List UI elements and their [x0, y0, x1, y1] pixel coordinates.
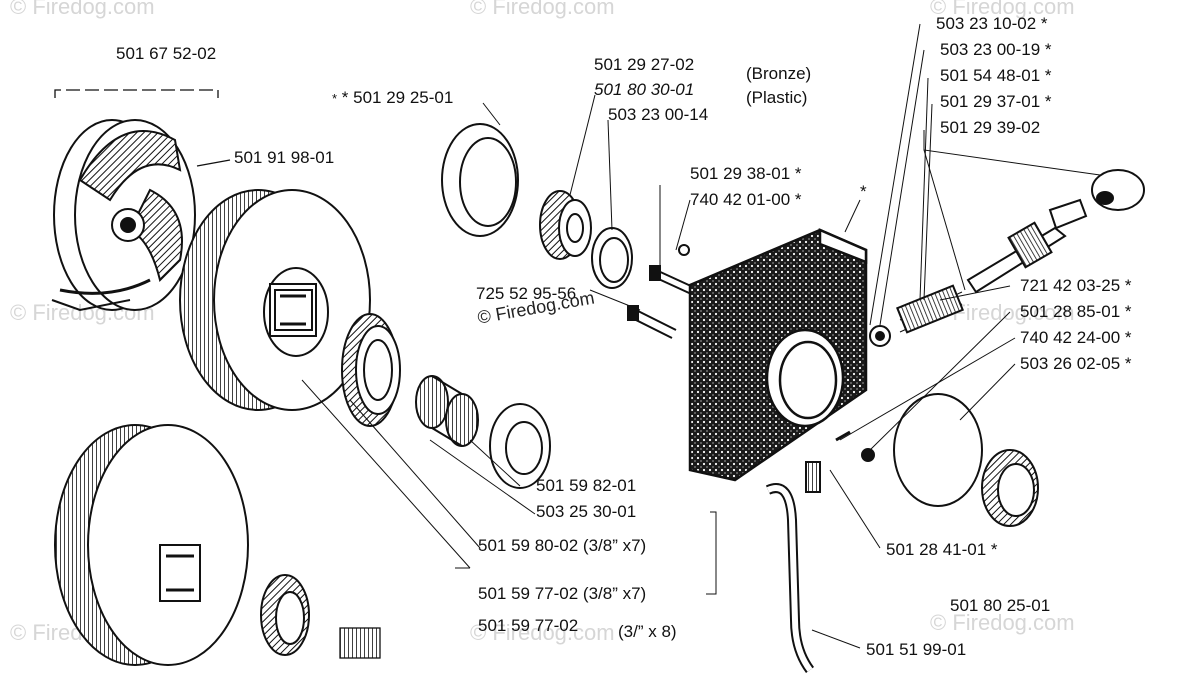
label-washer2: 503 25 30-01: [536, 502, 637, 521]
label-seal: 501 80 25-01: [950, 596, 1051, 615]
label-plastic: (Plastic): [746, 88, 808, 107]
watermark: © Firedog.com: [930, 0, 1075, 19]
label-washer: 503 23 00-14: [608, 105, 709, 124]
label-r3: 501 54 48-01 *: [940, 66, 1052, 85]
label-nut: 725 52 95-56: [476, 284, 577, 303]
label-r7: 501 28 85-01 *: [1020, 302, 1132, 321]
label-r5: 501 29 39-02: [940, 118, 1041, 137]
clutch-shoe-assembly: [51, 119, 196, 312]
pump-shaft: [805, 169, 1145, 493]
label-spring: 501 91 98-01: [234, 148, 335, 167]
watermark: © Firedog.com: [470, 620, 615, 645]
bearing: [539, 190, 592, 260]
label-r9: 503 26 02-05 *: [1020, 354, 1132, 373]
seal: [981, 449, 1039, 527]
label-r4: 501 29 37-01 *: [940, 92, 1052, 111]
label-screw-b: 740 42 01-00 *: [690, 190, 802, 209]
label-needle-bearing: 501 59 82-01: [536, 476, 637, 495]
label-cover-ring: * * 501 29 25-01: [332, 88, 454, 107]
leader-lines: [301, 23, 1101, 649]
watermark: © Firedog.com: [930, 610, 1075, 635]
label-bearing-bronze: 501 29 27-02: [594, 55, 695, 74]
label-rim-sprocket: 501 59 80-02 (3/8” x7): [478, 536, 647, 555]
label-hose: 501 51 99-01: [866, 640, 967, 659]
label-drum-partial: 501 59 77-02: [478, 616, 579, 635]
rim-sprocket: [341, 313, 401, 427]
label-housing-star: *: [860, 182, 867, 201]
clutch-drum-lower: [54, 424, 249, 666]
label-drum-partial-tail: (3/” x 8): [618, 622, 677, 641]
label-drum: 501 59 77-02 (3/8” x7): [478, 584, 647, 603]
lower-sprocket: [260, 574, 310, 656]
label-r2: 503 23 00-19 *: [940, 40, 1052, 59]
label-screw-a: 501 29 38-01 *: [690, 164, 802, 183]
washer: [489, 403, 551, 489]
clutch-drum: [179, 189, 371, 411]
label-bronze: (Bronze): [746, 64, 812, 83]
leader-spring: [196, 159, 231, 167]
thin-washer: [591, 227, 633, 289]
label-r6: 721 42 03-25 *: [1020, 276, 1132, 295]
label-bearing-plastic: 501 80 30-01: [594, 80, 695, 99]
label-r8: 740 42 24-00 *: [1020, 328, 1132, 347]
watermark: © Firedog.com: [470, 0, 615, 19]
oil-pump-housing: [688, 228, 868, 482]
label-hose-screw: 501 28 41-01 *: [886, 540, 998, 559]
clutch-bracket: [54, 89, 219, 98]
lower-needle-bearing: [339, 627, 381, 659]
label-r1: 503 23 10-02 *: [936, 14, 1048, 33]
needle-bearing: [415, 375, 479, 447]
watermark: © Firedog.com: [10, 0, 155, 19]
o-ring: [893, 393, 983, 507]
cover-ring: [441, 123, 519, 237]
label-clutch-assembly: 501 67 52-02: [116, 44, 217, 63]
